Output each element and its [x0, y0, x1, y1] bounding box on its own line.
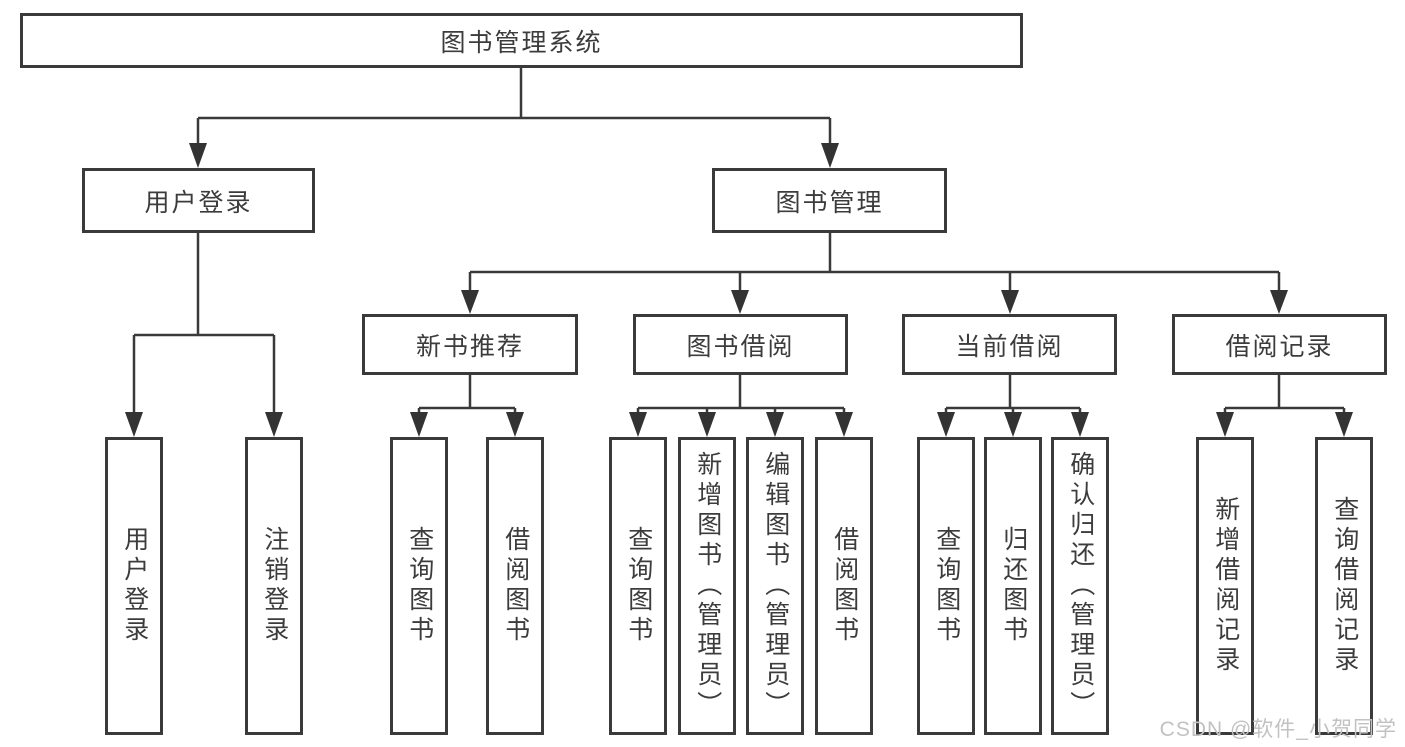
arrow-down-icon: [835, 412, 853, 437]
leaf-user-login: 用户登录: [105, 437, 163, 735]
leaf-query-books-recommend: 查询图书: [390, 437, 448, 735]
connector-root-to-level2: [196, 68, 832, 146]
connector-book-borrowing-children: [636, 375, 846, 415]
node-borrowing-records: 借阅记录: [1172, 314, 1387, 375]
arrow-down-icon: [1004, 412, 1022, 437]
leaf-return-books: 归还图书: [984, 437, 1042, 735]
leaf-logout: 注销登录: [245, 437, 303, 735]
node-user-login: 用户登录: [82, 168, 315, 233]
connector-user-login-children: [132, 233, 276, 415]
arrow-down-icon: [698, 412, 716, 437]
arrow-down-icon: [937, 412, 955, 437]
node-library-system: 图书管理系统: [20, 13, 1023, 68]
arrowhead-icons: [125, 143, 1353, 437]
arrow-down-icon: [265, 412, 283, 437]
leaf-confirm-return-admin: 确认归还（管理员）: [1051, 437, 1109, 735]
leaf-edit-book-admin: 编辑图书（管理员）: [746, 437, 804, 735]
arrow-down-icon: [461, 290, 479, 314]
arrow-down-icon: [1216, 412, 1234, 437]
arrow-down-icon: [766, 412, 784, 437]
node-current-borrowing: 当前借阅: [902, 314, 1117, 375]
arrow-down-icon: [731, 290, 749, 314]
leaf-add-borrow-record: 新增借阅记录: [1196, 437, 1254, 735]
arrow-down-icon: [1270, 290, 1288, 314]
csdn-watermark: CSDN @软件_小贺同学: [1159, 718, 1397, 741]
arrow-down-icon: [125, 412, 143, 437]
arrow-down-icon: [1071, 412, 1089, 437]
node-book-management: 图书管理: [712, 168, 947, 233]
leaf-query-books-current: 查询图书: [917, 437, 975, 735]
arrow-down-icon: [189, 143, 207, 168]
connector-book-management-children: [468, 233, 1281, 292]
leaf-query-borrow-record: 查询借阅记录: [1315, 437, 1373, 735]
arrow-down-icon: [821, 143, 839, 168]
leaf-borrow-books-borrowing: 借阅图书: [815, 437, 873, 735]
node-new-book-recommend: 新书推荐: [362, 314, 578, 375]
connector-current-borrowing-children: [944, 375, 1082, 415]
arrow-down-icon: [1001, 290, 1019, 314]
arrow-down-icon: [1335, 412, 1353, 437]
connector-new-book-recommend-children: [417, 375, 517, 415]
leaf-borrow-books-recommend: 借阅图书: [486, 437, 544, 735]
arrow-down-icon: [629, 412, 647, 437]
leaf-add-book-admin: 新增图书（管理员）: [678, 437, 736, 735]
leaf-query-books-borrowing: 查询图书: [609, 437, 667, 735]
node-book-borrowing: 图书借阅: [633, 314, 848, 375]
connector-borrowing-records-children: [1223, 375, 1346, 415]
arrow-down-icon: [410, 412, 428, 437]
arrow-down-icon: [506, 412, 524, 437]
